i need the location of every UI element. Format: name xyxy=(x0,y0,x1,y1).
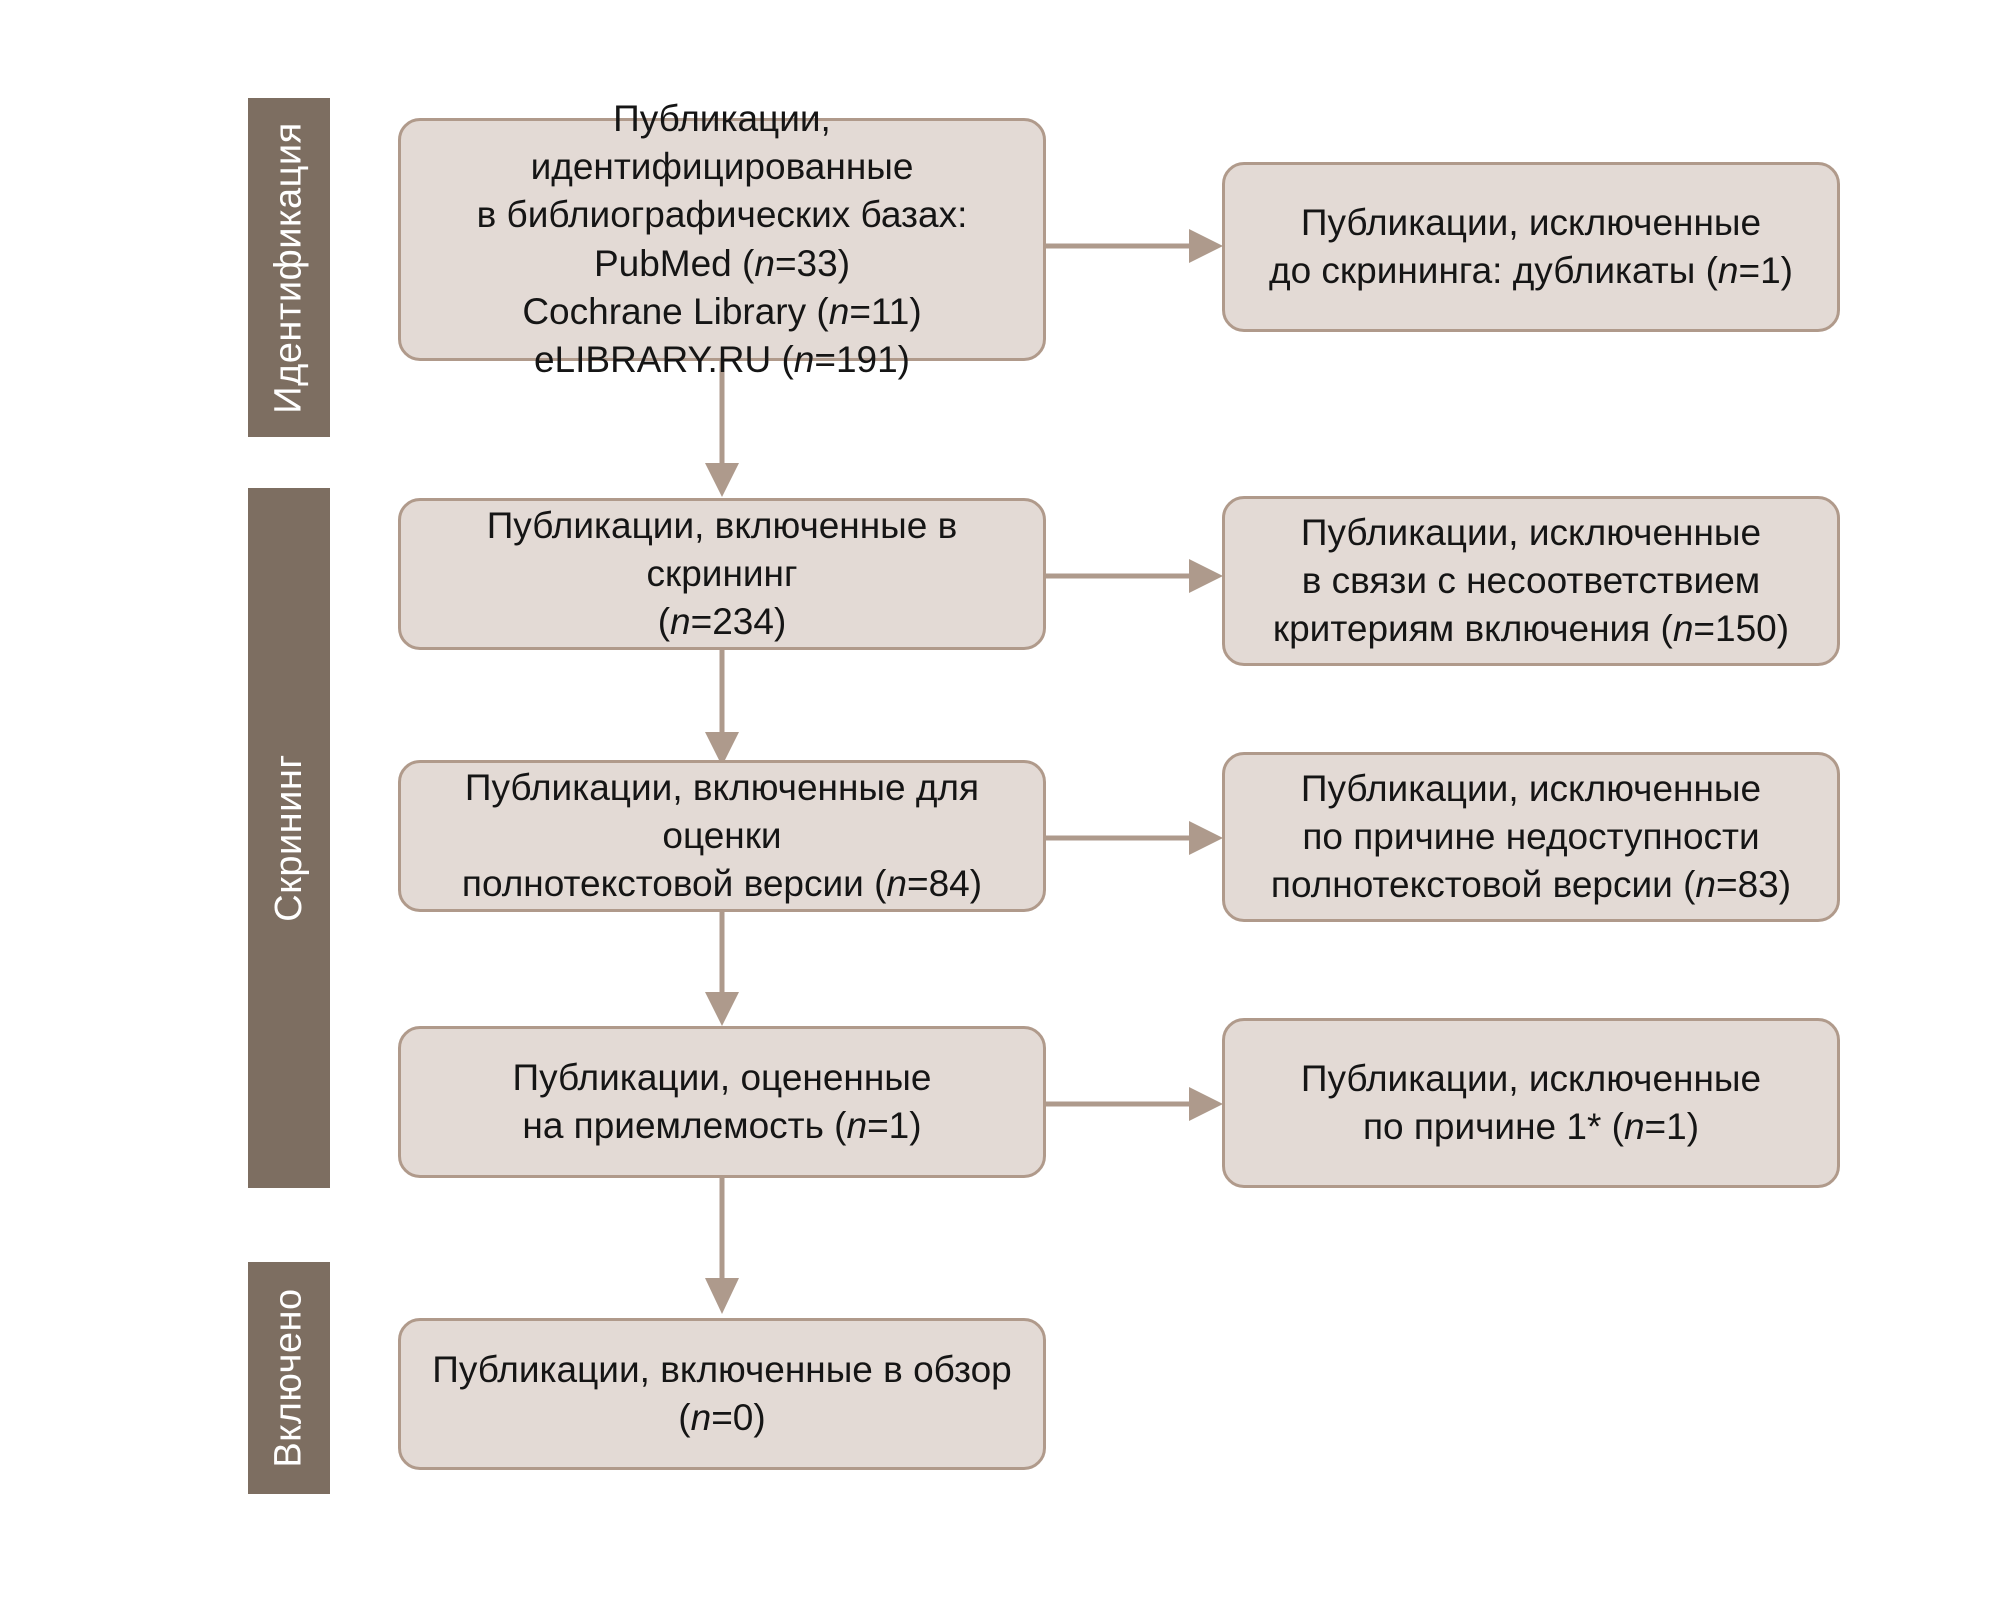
connector-screened-to-fulltext xyxy=(700,650,744,770)
connector-identified-to-excluded-duplicates xyxy=(1045,226,1227,266)
connector-eligibility-to-included xyxy=(700,1178,744,1318)
stage-bar-identification: Идентификация xyxy=(248,98,330,437)
stage-bar-included: Включено xyxy=(248,1262,330,1494)
box-records-screened-text: Публикации, включенные в скрининг(n=234) xyxy=(486,504,958,643)
connector-screened-to-excluded-criteria xyxy=(1045,556,1227,596)
box-records-screened: Публикации, включенные в скрининг(n=234) xyxy=(398,498,1046,650)
box-included-in-review: Публикации, включенные в обзор(n=0) xyxy=(398,1318,1046,1470)
stage-label-included: Включено xyxy=(268,1288,311,1468)
connector-eligibility-to-excluded-reason1 xyxy=(1045,1084,1227,1124)
stage-bar-screening: Скрининг xyxy=(248,488,330,1188)
connector-fulltext-to-excluded-unavailable xyxy=(1045,818,1227,858)
stage-label-screening: Скрининг xyxy=(268,754,310,922)
stage-label-identification: Идентификация xyxy=(268,121,311,414)
connector-fulltext-to-eligibility xyxy=(700,912,744,1030)
box-included-in-review-text: Публикации, включенные в обзор(n=0) xyxy=(432,1348,1012,1438)
connector-identified-to-screened xyxy=(700,360,744,500)
